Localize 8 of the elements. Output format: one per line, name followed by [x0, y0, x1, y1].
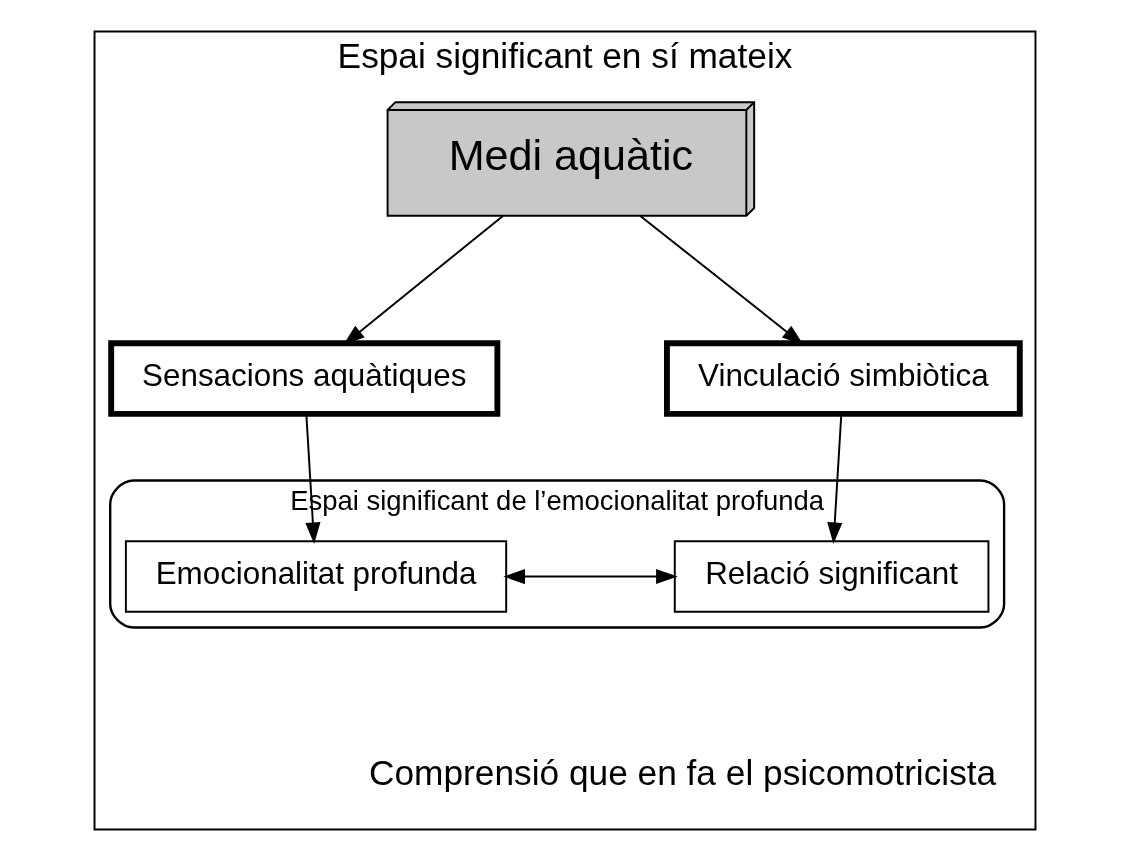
arrow [305, 413, 321, 545]
node-box: Emocionalitat profunda [124, 540, 508, 613]
node-box: Relació significant [673, 540, 990, 613]
label: Comprensió que en fa el psicomotricista [368, 753, 997, 793]
node-box: Vinculació simbiòtica [664, 340, 1023, 417]
arrow [503, 569, 678, 585]
arrow [827, 413, 843, 545]
node-box: Sensacions aquàtiques [108, 340, 501, 417]
